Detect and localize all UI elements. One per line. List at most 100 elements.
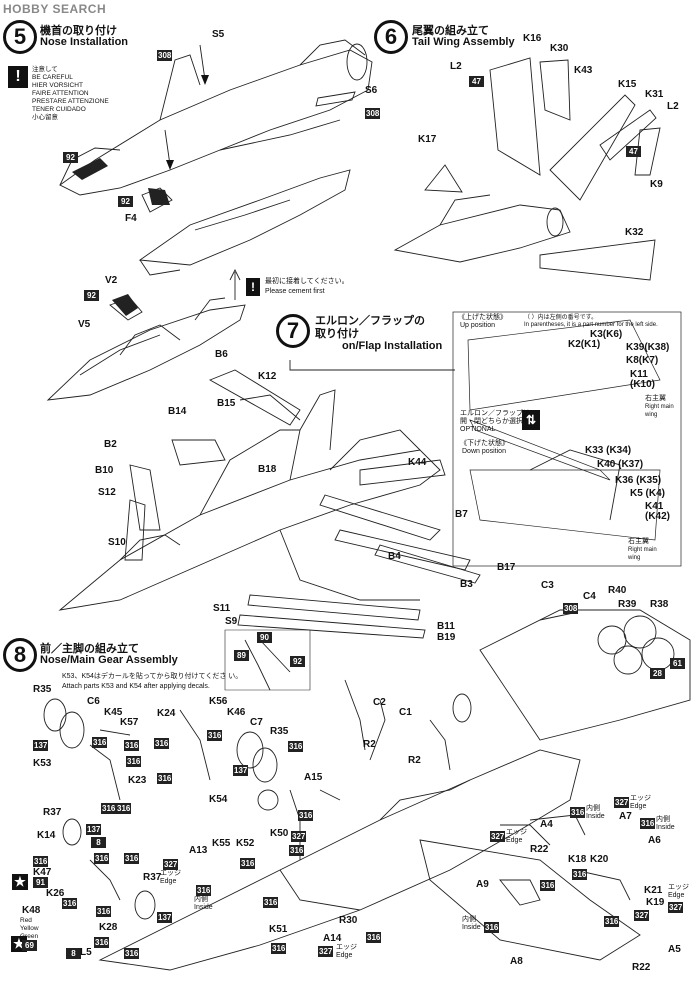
color-92-a: 92 xyxy=(63,152,78,163)
part-a9: A9 xyxy=(476,879,489,890)
color-316-a: 316 xyxy=(92,737,108,748)
color-327-b: 327 xyxy=(163,859,179,870)
color-316-v: 316 xyxy=(366,932,382,943)
color-316-y: 316 xyxy=(640,818,656,829)
part-k18: K18 xyxy=(568,854,587,865)
color-137-b: 137 xyxy=(233,765,249,776)
color-308-a: 308 xyxy=(157,50,173,61)
part-b19: B19 xyxy=(437,632,456,643)
part-a15: A15 xyxy=(304,772,323,783)
step-6-title-jp: 尾翼の組み立て xyxy=(412,25,489,37)
color-316-f: 316 xyxy=(126,756,142,767)
part-a7: A7 xyxy=(619,811,632,822)
part-r2-a: R2 xyxy=(363,739,376,750)
part-v2: V2 xyxy=(105,275,118,286)
part-s10: S10 xyxy=(108,537,126,548)
color-316-h: 316 xyxy=(101,803,117,814)
part-k19: K19 xyxy=(646,897,665,908)
part-a8: A8 xyxy=(510,956,523,967)
paren-note-en: In parentheses, it is a part number for … xyxy=(524,322,658,328)
color-316-ac: 316 xyxy=(604,916,620,927)
color-316-z: 316 xyxy=(572,869,588,880)
step-8-badge: 8 xyxy=(3,638,37,672)
part-r37-a: R37 xyxy=(43,807,62,818)
edge-en-b: Edge xyxy=(336,952,353,959)
part-b10: B10 xyxy=(95,465,114,476)
part-r22-a: R22 xyxy=(530,844,549,855)
part-s5: S5 xyxy=(212,29,225,40)
step-7-badge: 7 xyxy=(276,314,310,348)
color-316-s: 316 xyxy=(240,858,256,869)
part-l2-a: L2 xyxy=(450,61,462,72)
part-v5: V5 xyxy=(78,319,91,330)
edge-jp-b: エッジ xyxy=(336,944,357,951)
inset-part-k5: K5 (K4) xyxy=(630,488,666,499)
part-s9: S9 xyxy=(225,616,238,627)
part-k55: K55 xyxy=(212,838,231,849)
step-5-title-jp: 機首の取り付け xyxy=(40,25,117,37)
part-k56: K56 xyxy=(209,696,228,707)
color-316-q: 316 xyxy=(298,810,314,821)
step-6-title-en: Tail Wing Assembly xyxy=(412,36,515,48)
part-f4: F4 xyxy=(125,213,137,224)
inset-part-k40: K40 (K37) xyxy=(597,459,644,470)
color-316-r: 316 xyxy=(289,845,305,856)
color-316-g: 316 xyxy=(157,773,173,784)
part-a4: A4 xyxy=(540,819,553,830)
color-327-c: 327 xyxy=(318,946,334,957)
part-k30: K30 xyxy=(550,43,569,54)
inset-part-k2: K2(K1) xyxy=(568,339,601,350)
inset-part-k10: (K10) xyxy=(630,379,656,390)
optional-swap-icon: ⇅ xyxy=(522,410,540,430)
color-327-g: 327 xyxy=(634,910,650,921)
part-s6: S6 xyxy=(365,85,378,96)
part-b7: B7 xyxy=(455,509,468,520)
color-316-p: 316 xyxy=(124,948,140,959)
color-92-c: 92 xyxy=(84,290,99,301)
color-316-e: 316 xyxy=(288,741,304,752)
color-316-ab: 316 xyxy=(484,922,500,933)
inset-part-k3: K3(K6) xyxy=(590,329,623,340)
paren-note-jp: （ ）内は左側の番号です。 xyxy=(524,315,598,321)
color-316-u: 316 xyxy=(263,897,279,908)
down-position-jp: 《下げた状態》 xyxy=(460,440,509,447)
part-k43: K43 xyxy=(574,65,593,76)
part-r37-b: R37 xyxy=(143,872,162,883)
watermark-logo: HOBBY SEARCH xyxy=(3,2,106,16)
part-k32: K32 xyxy=(625,227,644,238)
part-c6: C6 xyxy=(87,696,100,707)
inset-part-k36: K36 (K35) xyxy=(615,475,662,486)
part-k28: K28 xyxy=(99,922,118,933)
edge-jp-a: エッジ xyxy=(160,870,181,877)
part-k17: K17 xyxy=(418,134,437,145)
step-6-badge: 6 xyxy=(374,20,408,54)
step-6-number: 6 xyxy=(384,24,398,49)
part-s12: S12 xyxy=(98,487,116,498)
color-92-b: 92 xyxy=(118,196,133,207)
edge-en-e: Edge xyxy=(668,892,685,899)
part-l5: L5 xyxy=(80,947,92,958)
part-k52: K52 xyxy=(236,838,255,849)
part-b6: B6 xyxy=(215,349,228,360)
caution-jp: 注意して xyxy=(32,66,58,73)
color-316-w: 316 xyxy=(271,943,287,954)
optional-note-en: OPTIONAL xyxy=(460,426,496,433)
part-k48: K48 xyxy=(22,905,41,916)
color-316-t: 316 xyxy=(196,885,212,896)
inside-jp-c: 内側 xyxy=(656,816,670,823)
watermark-text: HOBBY SEARCH xyxy=(3,2,107,16)
part-l2-b: L2 xyxy=(667,101,679,112)
color-316-d: 316 xyxy=(207,730,223,741)
part-k45: K45 xyxy=(104,707,123,718)
inset-part-k8: K8(K7) xyxy=(626,355,659,366)
inside-en-c: Inside xyxy=(656,824,675,831)
inset-part-k33: K33 (K34) xyxy=(585,445,632,456)
edge-en-c: Edge xyxy=(630,803,647,810)
step-5-badge: 5 xyxy=(3,20,37,54)
color-308-b: 308 xyxy=(365,108,381,119)
inset-part-k41: K41 xyxy=(645,501,664,512)
gear-note-line2: Attach parts K53 and K54 after applying … xyxy=(62,683,210,690)
part-r22-b: R22 xyxy=(632,962,651,973)
color-316-c: 316 xyxy=(154,738,170,749)
step-8-title-en: Nose/Main Gear Assembly xyxy=(40,654,178,666)
